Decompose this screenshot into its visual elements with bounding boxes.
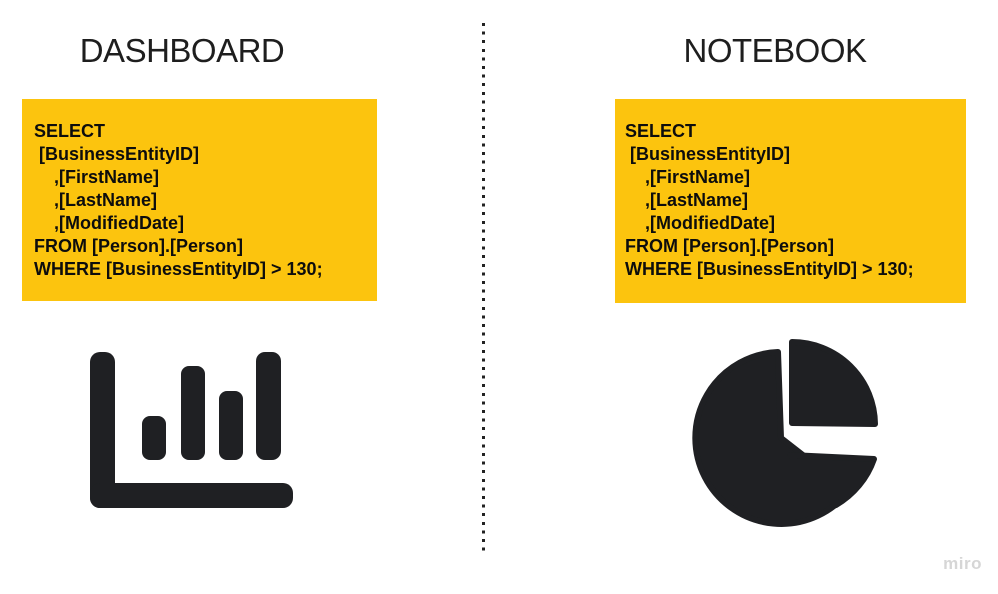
- panel-title-dashboard[interactable]: DASHBOARD: [79, 32, 285, 69]
- pie-chart-icon[interactable]: [689, 330, 889, 530]
- sql-sticky-notebook[interactable]: SELECT [BusinessEntityID] ,[FirstName] ,…: [615, 99, 966, 303]
- sql-sticky-dashboard[interactable]: SELECT [BusinessEntityID] ,[FirstName] ,…: [22, 99, 377, 301]
- dotted-divider-line[interactable]: [482, 23, 485, 553]
- bar-chart-icon[interactable]: [90, 352, 293, 508]
- panel-title-notebook[interactable]: NOTEBOOK: [683, 32, 867, 69]
- sql-query-text: SELECT [BusinessEntityID] ,[FirstName] ,…: [625, 121, 914, 279]
- sql-query-text: SELECT [BusinessEntityID] ,[FirstName] ,…: [34, 121, 323, 279]
- miro-watermark: miro: [943, 554, 982, 573]
